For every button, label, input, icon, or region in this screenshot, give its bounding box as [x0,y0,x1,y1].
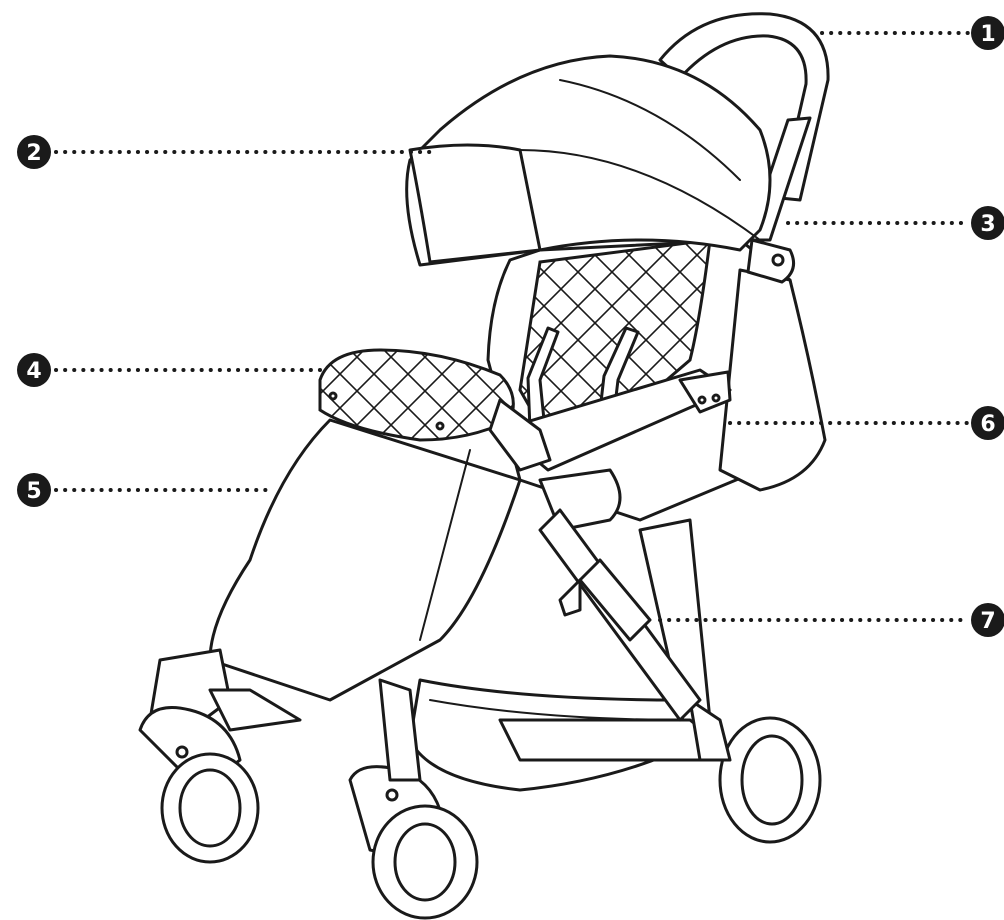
callout-label-7: 7 [980,609,995,634]
callout-badge-3: 3 [971,206,1004,240]
canopy [407,56,770,265]
callout-label-4: 4 [26,359,41,384]
callout-badge-7: 7 [971,603,1004,637]
footmuff [210,420,520,700]
callout-label-1: 1 [980,22,995,47]
callout-label-6: 6 [980,412,995,437]
callout-badge-6: 6 [971,406,1004,440]
rear-wheel [690,700,820,842]
callout-badge-1: 1 [971,16,1004,50]
callout-badge-4: 4 [17,353,51,387]
front-wheel-left [140,650,258,862]
stroller-drawing [140,14,828,918]
front-wheel-right [350,767,477,918]
callout-label-3: 3 [980,212,995,237]
side-panel [720,270,825,490]
callout-badge-2: 2 [17,135,51,169]
callout-badge-5: 5 [17,473,51,507]
callout-label-5: 5 [26,479,41,504]
callout-label-2: 2 [26,141,41,166]
